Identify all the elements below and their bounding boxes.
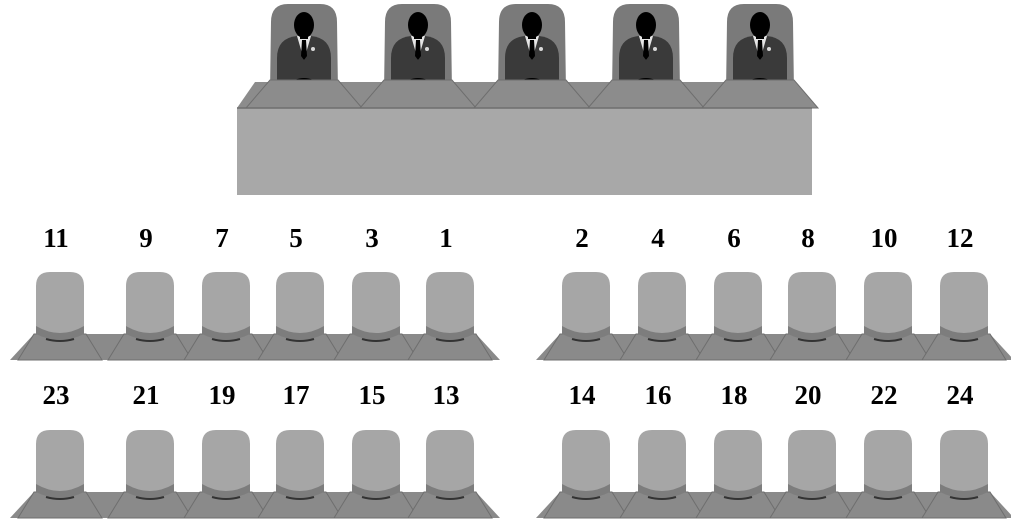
seat-number-label: 6 xyxy=(727,223,741,253)
seat-21[interactable]: 21 xyxy=(108,380,192,518)
seat-4[interactable]: 4 xyxy=(620,223,704,360)
seat-chair-icon xyxy=(714,272,762,341)
seat-number-label: 12 xyxy=(947,223,974,253)
seat-number-label: 7 xyxy=(215,223,229,253)
seat-15[interactable]: 15 xyxy=(334,380,418,518)
seat-chair-icon xyxy=(562,272,610,341)
seat-11[interactable]: 11 xyxy=(18,223,102,360)
seat-chair-icon xyxy=(940,430,988,499)
seat-16[interactable]: 16 xyxy=(620,380,704,518)
seat-number-label: 13 xyxy=(433,380,460,410)
seat-number-label: 22 xyxy=(871,380,898,410)
seat-9[interactable]: 9 xyxy=(108,223,192,360)
seat-number-label: 5 xyxy=(289,223,303,253)
seat-22[interactable]: 22 xyxy=(846,380,930,518)
seat-8[interactable]: 8 xyxy=(770,223,854,360)
seat-chair-icon xyxy=(864,430,912,499)
panel-seat-4 xyxy=(612,4,680,92)
seat-row-2-left: 23 21 19 17 15 13 xyxy=(10,380,500,518)
seat-13[interactable]: 13 xyxy=(408,380,492,518)
seat-number-label: 10 xyxy=(871,223,898,253)
seat-24[interactable]: 24 xyxy=(922,380,1006,518)
seat-chair-icon xyxy=(36,272,84,341)
panel-table-front xyxy=(237,108,812,195)
seat-number-label: 8 xyxy=(801,223,815,253)
seat-chair-icon xyxy=(940,272,988,341)
seat-number-label: 24 xyxy=(947,380,974,410)
seat-number-label: 14 xyxy=(569,380,596,410)
seat-number-label: 18 xyxy=(721,380,748,410)
seat-row-1-left: 11 9 7 5 3 1 xyxy=(10,223,500,360)
panel-seat-1 xyxy=(270,4,338,92)
seat-20[interactable]: 20 xyxy=(770,380,854,518)
panel-table-group xyxy=(237,4,818,195)
seat-chair-icon xyxy=(352,430,400,499)
seat-7[interactable]: 7 xyxy=(184,223,268,360)
seat-chair-icon xyxy=(352,272,400,341)
seat-chair-icon xyxy=(638,430,686,499)
seat-chair-icon xyxy=(276,272,324,341)
seat-number-label: 9 xyxy=(139,223,153,253)
seat-number-label: 2 xyxy=(575,223,589,253)
seat-chair-icon xyxy=(864,272,912,341)
seat-10[interactable]: 10 xyxy=(846,223,930,360)
seat-number-label: 21 xyxy=(133,380,160,410)
panel-seat-3 xyxy=(498,4,566,92)
seat-number-label: 17 xyxy=(283,380,310,410)
seat-1[interactable]: 1 xyxy=(408,223,492,360)
seat-chair-icon xyxy=(126,430,174,499)
seat-17[interactable]: 17 xyxy=(258,380,342,518)
seat-18[interactable]: 18 xyxy=(696,380,780,518)
seat-23[interactable]: 23 xyxy=(18,380,102,518)
panel-seat-5 xyxy=(726,4,794,92)
seat-chair-icon xyxy=(638,272,686,341)
seat-12[interactable]: 12 xyxy=(922,223,1006,360)
seat-number-label: 19 xyxy=(209,380,236,410)
seat-number-label: 20 xyxy=(795,380,822,410)
seat-chair-icon xyxy=(788,430,836,499)
seat-chair-icon xyxy=(788,272,836,341)
seat-number-label: 1 xyxy=(439,223,453,253)
seat-chair-icon xyxy=(426,430,474,499)
seat-chair-icon xyxy=(276,430,324,499)
seat-row-2-right: 14 16 18 20 22 24 xyxy=(536,380,1011,518)
seat-chair-icon xyxy=(202,272,250,341)
seat-2[interactable]: 2 xyxy=(544,223,628,360)
panel-seat-2 xyxy=(384,4,452,92)
seat-14[interactable]: 14 xyxy=(544,380,628,518)
seat-number-label: 16 xyxy=(645,380,672,410)
seat-chair-icon xyxy=(36,430,84,499)
seat-3[interactable]: 3 xyxy=(334,223,418,360)
seat-number-label: 4 xyxy=(651,223,665,253)
seat-6[interactable]: 6 xyxy=(696,223,780,360)
seat-19[interactable]: 19 xyxy=(184,380,268,518)
seat-row-1-right: 2 4 6 8 10 12 xyxy=(536,223,1011,360)
seat-number-label: 23 xyxy=(43,380,70,410)
seat-5[interactable]: 5 xyxy=(258,223,342,360)
seat-chair-icon xyxy=(126,272,174,341)
seat-number-label: 3 xyxy=(365,223,379,253)
seat-chair-icon xyxy=(426,272,474,341)
seat-chair-icon xyxy=(202,430,250,499)
seat-chair-icon xyxy=(562,430,610,499)
seat-number-label: 11 xyxy=(43,223,69,253)
seat-number-label: 15 xyxy=(359,380,386,410)
seat-chair-icon xyxy=(714,430,762,499)
